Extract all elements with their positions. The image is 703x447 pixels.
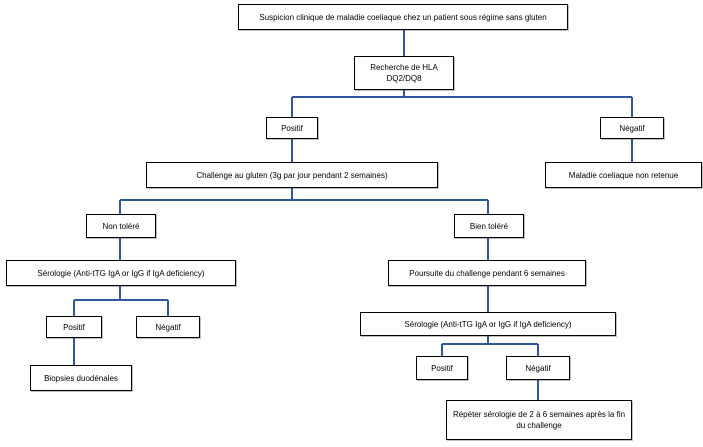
hla-node: Recherche de HLA DQ2/DQ8 <box>354 56 454 90</box>
bien-tolere-node: Bien toléré <box>454 214 524 238</box>
challenge-node: Challenge au gluten (3g par jour pendant… <box>146 162 438 188</box>
negatif-right-node: Négatif <box>506 356 570 380</box>
root-node: Suspicion clinique de maladie coeliaque … <box>238 4 568 30</box>
biopsies-node: Biopsies duodénales <box>30 365 132 391</box>
serologie-left-node: Sérologie (Anti-tTG IgA or IgG if IgA de… <box>6 260 236 286</box>
positif-hla-node: Positif <box>266 117 318 139</box>
non-tolere-node: Non toléré <box>86 214 156 238</box>
positif-left-node: Positif <box>46 316 102 338</box>
negatif-hla-node: Négatif <box>600 117 664 139</box>
non-retenue-node: Maladie coeliaque non retenue <box>545 162 702 188</box>
positif-right-node: Positif <box>416 356 468 380</box>
poursuite-node: Poursuite du challenge pendant 6 semaine… <box>388 260 586 286</box>
negatif-left-node: Négatif <box>136 316 200 338</box>
repeter-node: Répéter sérologie de 2 à 6 semaines aprè… <box>446 400 632 440</box>
serologie-right-node: Sérologie (Anti-tTG IgA or IgG if IgA de… <box>360 312 616 336</box>
